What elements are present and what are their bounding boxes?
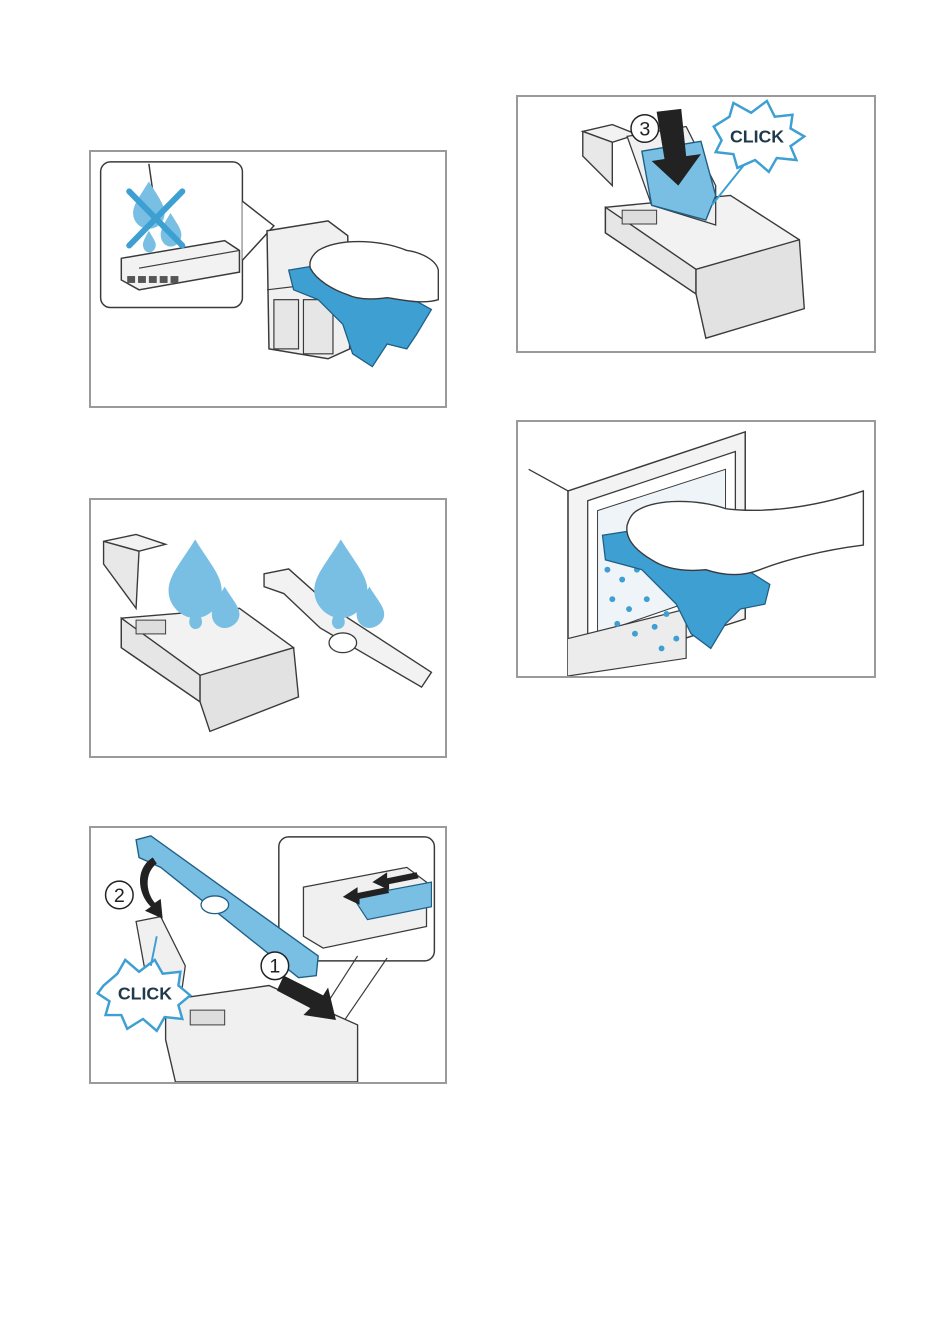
rinse-parts-drawing [91, 500, 445, 756]
illustration-wipe-dry [89, 150, 447, 408]
click-label-a: CLICK [118, 983, 172, 1003]
wipe-dry-drawing [91, 152, 445, 406]
step-marker-1: 1 [269, 956, 280, 978]
illustration-rinse-parts [89, 498, 447, 758]
reinsert-drawing: 2 1 CLICK [91, 828, 445, 1082]
step-marker-2: 2 [114, 885, 125, 907]
connector-pins [127, 276, 178, 283]
illustration-wipe-housing [516, 420, 876, 678]
wipe-housing-drawing [518, 422, 874, 676]
illustration-press-insert: 3 CLICK [516, 95, 876, 353]
click-label-b: CLICK [730, 126, 784, 146]
press-insert-drawing: 3 CLICK [518, 97, 874, 351]
illustration-reinsert: 2 1 CLICK [89, 826, 447, 1084]
step-marker-3: 3 [639, 118, 650, 140]
